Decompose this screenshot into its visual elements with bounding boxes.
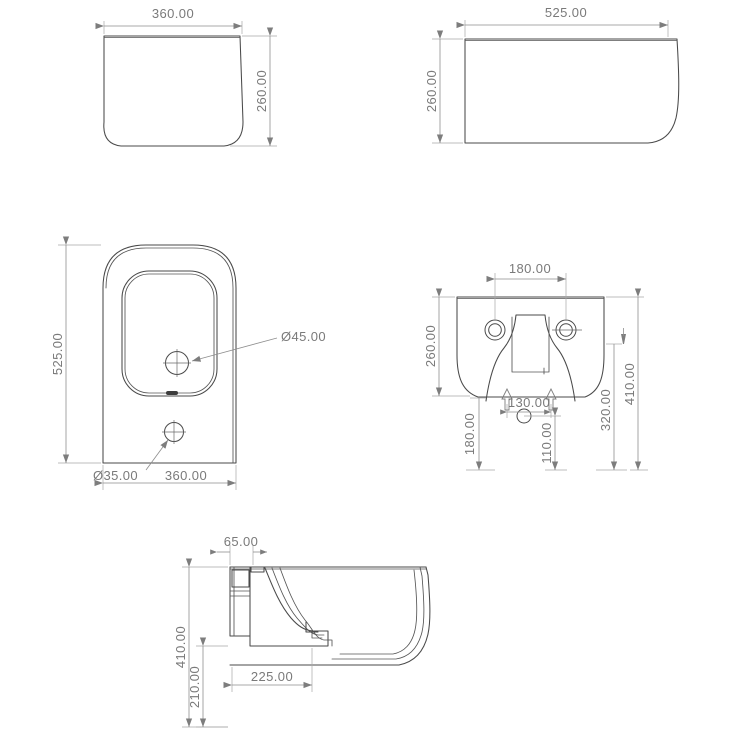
front-elevation-outline — [103, 35, 244, 147]
dimension-260-rear: 260.00 — [423, 288, 470, 397]
dimension-110-rear: 110.00 — [524, 407, 567, 471]
datum-arrow-left — [501, 387, 513, 411]
top-plan-lower-hole — [162, 420, 186, 444]
dim-label-260-front: 260.00 — [254, 70, 269, 112]
dimension-180-left-rear: 180.00 — [462, 397, 495, 471]
dimension-65-section: 65.00 — [210, 534, 267, 565]
section-right-wall-inner-2 — [339, 569, 418, 655]
section-right-wall-inner — [331, 566, 425, 660]
dim-label-320-rear: 320.00 — [598, 389, 613, 431]
callout-label-dia-35: Ø35.00 — [93, 468, 138, 483]
callout-dia-45: Ø45.00 — [191, 329, 326, 362]
rear-elevation-channel — [485, 314, 576, 402]
top-plan-outer-outline — [102, 244, 237, 464]
dimension-130-rear: 130.00 — [500, 395, 552, 418]
top-plan-bowl-outer — [121, 270, 218, 397]
dimension-320-rear: 320.00 — [596, 343, 627, 471]
view-top-plan: Ø45.00 Ø35.00 525.00 360.00 — [50, 236, 326, 490]
datum-marker-right — [621, 334, 626, 344]
section-left-block — [229, 566, 251, 637]
dim-label-525-plan: 525.00 — [50, 333, 65, 375]
top-plan-outer-offset — [105, 247, 234, 464]
rear-elevation-outline — [456, 296, 605, 398]
dimension-410-rear: 410.00 — [606, 288, 648, 471]
section-bowl-step — [305, 621, 319, 633]
dimension-360-front: 360.00 — [95, 6, 243, 34]
dimension-180-top-rear: 180.00 — [486, 261, 567, 320]
dimension-525-plan: 525.00 — [50, 236, 101, 464]
dim-label-110-rear: 110.00 — [539, 422, 554, 463]
rear-mounting-hole-left — [484, 319, 506, 341]
dim-label-130-rear: 130.00 — [508, 395, 550, 410]
section-bowl-floor-2 — [329, 639, 333, 647]
dimension-260-side: 260.00 — [424, 30, 463, 144]
section-cap — [250, 566, 265, 573]
dim-label-180-top-rear: 180.00 — [509, 261, 551, 276]
callout-dia-35: Ø35.00 — [93, 439, 169, 483]
dim-label-525-side: 525.00 — [545, 5, 587, 20]
dim-label-210-section: 210.00 — [187, 666, 202, 708]
dim-label-260-rear: 260.00 — [423, 325, 438, 367]
dimension-360-plan: 360.00 — [94, 465, 237, 490]
section-bowl-step-2 — [311, 629, 323, 639]
view-rear-elevation: 180.00 260.00 180.00 130.00 — [423, 261, 648, 471]
dim-label-410-section: 410.00 — [173, 626, 188, 668]
rear-mounting-hole-right — [552, 319, 582, 341]
view-section-side: 65.00 410.00 210.00 225.00 — [173, 534, 431, 728]
dim-label-225-section: 225.00 — [251, 669, 293, 684]
section-right-wall-outer — [331, 566, 431, 666]
section-bowl-floor — [249, 630, 329, 647]
view-side-elevation: 525.00 260.00 — [424, 5, 680, 144]
dim-label-360-plan: 360.00 — [165, 468, 207, 483]
view-front-elevation: 360.00 260.00 — [95, 6, 277, 147]
top-plan-bowl-inner — [124, 273, 215, 394]
section-bowl-wall-inner — [271, 567, 325, 636]
section-bowl-wall-outer — [264, 567, 325, 632]
rear-elevation-recess — [511, 316, 550, 373]
dim-label-180-left-rear: 180.00 — [462, 413, 477, 455]
dim-label-410-rear: 410.00 — [622, 363, 637, 405]
dimension-210-section: 210.00 — [187, 637, 228, 728]
dim-label-260-side: 260.00 — [424, 70, 439, 112]
top-plan-overflow-slot — [166, 391, 178, 395]
top-plan-upper-hole — [163, 349, 191, 377]
dimension-260-front: 260.00 — [230, 27, 277, 147]
callout-label-dia-45: Ø45.00 — [281, 329, 326, 344]
dim-label-360-front: 360.00 — [152, 6, 194, 21]
dim-label-65-section: 65.00 — [224, 534, 259, 549]
section-inlet-square — [231, 569, 250, 588]
datum-arrow-right — [545, 387, 557, 411]
dimension-225-section: 225.00 — [223, 648, 313, 692]
dimension-410-section: 410.00 — [173, 558, 228, 728]
side-elevation-outline — [464, 38, 680, 144]
dimension-525-side: 525.00 — [456, 5, 669, 37]
